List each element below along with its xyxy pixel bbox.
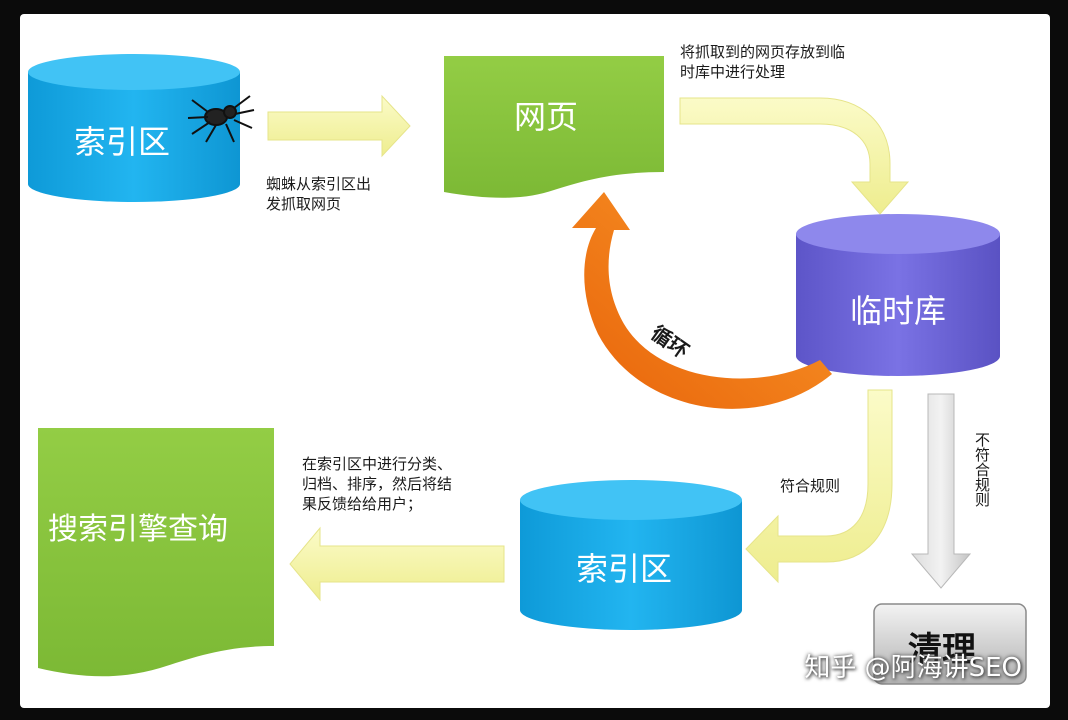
- store-temp-line-1: 将抓取到的网页存放到临: [680, 43, 846, 61]
- index-top-cylinder: [28, 54, 240, 202]
- webpage-document: [444, 56, 664, 198]
- index-bottom-cylinder: [520, 480, 742, 630]
- arrow-not-matches-rules: [910, 393, 972, 589]
- matches-rules-label: 符合规则: [780, 477, 841, 495]
- classify-line-2: 归档、排序，然后将结: [302, 475, 453, 493]
- search-query-document: [38, 428, 274, 677]
- flow-diagram: [28, 54, 1027, 685]
- index-top-label: 索引区: [74, 123, 171, 161]
- classify-note: 在索引区中进行分类、 归档、排序，然后将结 果反馈给给用户；: [302, 454, 452, 514]
- spider-start-line-1: 蜘蛛从索引区出: [266, 175, 372, 193]
- watermark: 知乎 @阿海讲SEO: [804, 653, 1022, 683]
- cleanup-box: [873, 603, 1027, 685]
- temp-db-label: 临时库: [850, 292, 947, 330]
- cleanup-label: 清理: [908, 630, 976, 670]
- classify-line-1: 在索引区中进行分类、: [302, 455, 453, 473]
- arrow-webpage-to-tempdb: [679, 97, 910, 215]
- store-temp-line-2: 时库中进行处理: [680, 63, 786, 81]
- index-bottom-label: 索引区: [576, 550, 673, 588]
- diagram-frame: 索引区 网页 临时库 索引区 搜索引擎查询 清理 蜘蛛从索引区出 发抓取网页 将…: [20, 14, 1050, 708]
- arrow-index-to-query: [289, 526, 505, 602]
- store-temp-note: 将抓取到的网页存放到临 时库中进行处理: [680, 42, 845, 82]
- arrow-matches-rules: [745, 389, 893, 584]
- arrow-index-to-webpage: [267, 94, 411, 158]
- spider-icon: [187, 95, 255, 143]
- spider-start-line-2: 发抓取网页: [266, 195, 342, 213]
- classify-line-3: 果反馈给给用户；: [302, 495, 423, 513]
- not-matches-rules-label: 不符合规则: [973, 432, 991, 507]
- webpage-label: 网页: [514, 98, 579, 136]
- loop-arrow: [572, 192, 832, 409]
- temp-db-cylinder: [796, 214, 1000, 376]
- search-query-label: 搜索引擎查询: [48, 512, 228, 547]
- spider-start-note: 蜘蛛从索引区出 发抓取网页: [266, 174, 371, 214]
